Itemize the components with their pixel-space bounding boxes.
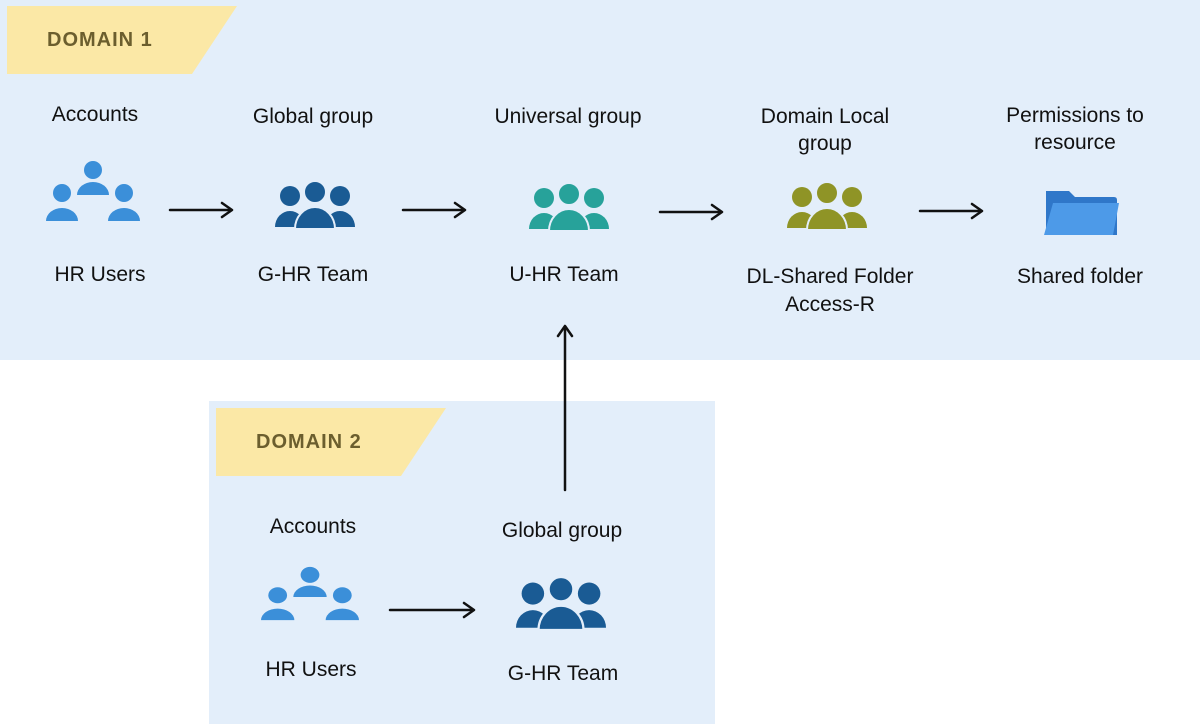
d1-shared-folder-label: Shared folder — [1016, 265, 1144, 288]
folder-icon — [1044, 191, 1119, 235]
d1-dl-shared-folder-label-line1: DL-Shared Folder — [746, 265, 914, 288]
d1-domain-local-header-line2: group — [798, 132, 852, 155]
arrow-domain-local-to-folder — [918, 202, 984, 220]
d1-accounts-header: Accounts — [51, 103, 139, 126]
d2-accounts-header: Accounts — [269, 515, 357, 538]
d1-universal-group-header: Universal group — [494, 105, 642, 128]
arrow-global-to-universal — [401, 201, 467, 219]
group-icon — [516, 577, 606, 630]
arrow-accounts-to-global — [168, 201, 234, 219]
d1-permissions-header-line1: Permissions to — [1006, 104, 1144, 127]
arrow-d2-global-to-universal — [556, 324, 574, 492]
group-icon — [787, 182, 867, 230]
domain-1-tag: DOMAIN 1 — [7, 6, 237, 74]
d1-hr-users-label: HR Users — [54, 263, 146, 286]
d1-permissions-header-line2: resource — [1034, 131, 1116, 154]
users-icon — [46, 161, 140, 221]
d1-domain-local-header-line1: Domain Local — [760, 105, 890, 128]
d2-global-group-header: Global group — [501, 519, 623, 542]
group-icon — [275, 181, 355, 229]
users-icon — [261, 566, 359, 621]
arrow-d2-accounts-to-global — [388, 601, 476, 619]
d2-hr-users-label: HR Users — [265, 658, 357, 681]
d1-u-hr-team-label: U-HR Team — [509, 263, 619, 286]
d1-global-group-header: Global group — [252, 105, 374, 128]
d1-g-hr-team-label: G-HR Team — [257, 263, 369, 286]
domain-2-tag: DOMAIN 2 — [216, 408, 446, 476]
group-icon — [529, 183, 609, 231]
domain-1-tag-label: DOMAIN 1 — [47, 28, 153, 51]
arrow-universal-to-domain-local — [658, 203, 724, 221]
d2-g-hr-team-label: G-HR Team — [507, 662, 619, 685]
d1-dl-shared-folder-label-line2: Access-R — [785, 293, 875, 316]
domain-2-tag-label: DOMAIN 2 — [256, 430, 362, 453]
